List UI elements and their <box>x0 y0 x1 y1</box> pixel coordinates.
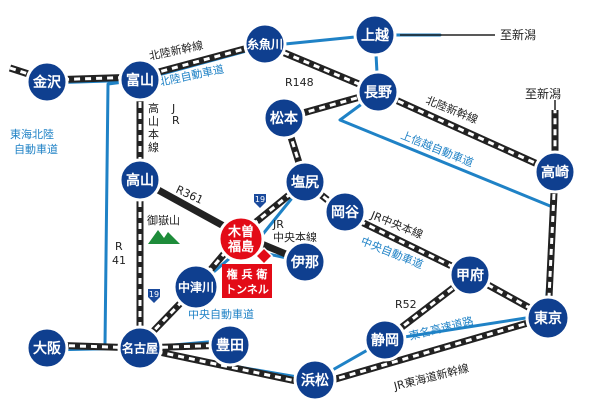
station-circle-hamamatsu <box>293 358 337 402</box>
station-label-shizuoka: 静岡 <box>371 332 399 349</box>
station-label-shiojiri: 塩尻 <box>291 174 319 191</box>
station-circle-nagano <box>356 70 400 114</box>
station-circle-itoigawa <box>243 22 287 66</box>
station-node-toyota[interactable]: 豊田 <box>208 323 252 367</box>
station-circle-nagoya <box>117 325 163 371</box>
jr-takayama-label-3: 高 <box>148 101 159 115</box>
station-circle-toyota <box>208 323 252 367</box>
r52-label: R52 <box>395 298 417 311</box>
station-node-nagoya[interactable]: 名古屋 <box>117 325 163 371</box>
station-circle-tokyo <box>525 295 571 341</box>
jr-takayama-label-j: J <box>171 102 175 115</box>
station-node-takayama[interactable]: 高山 <box>118 158 162 202</box>
station-label-takayama: 高山 <box>126 172 154 189</box>
station-label-toyama: 富山 <box>126 72 154 89</box>
station-label-hamamatsu: 浜松 <box>301 372 329 389</box>
station-node-nakatsugawa[interactable]: 中津川 <box>172 263 220 311</box>
station-node-joetsu[interactable]: 上越 <box>353 13 397 57</box>
station-label-matsumoto: 松本 <box>270 110 299 127</box>
station-circle-osaka <box>25 326 69 370</box>
route-shield-19-a: 19 <box>254 194 266 208</box>
station-circle-shizuoka <box>363 318 407 362</box>
route-shield-19-b-number: 19 <box>149 290 159 299</box>
station-node-ina[interactable]: 伊那 <box>283 240 327 284</box>
hokuriku-shinkansen-label-2: 北陸新幹線 <box>424 93 480 127</box>
station-label-toyota: 豊田 <box>216 337 244 354</box>
station-node-hamamatsu[interactable]: 浜松 <box>293 358 337 402</box>
rail-dash-4 <box>546 171 557 319</box>
station-label-itoigawa: 糸魚川 <box>247 36 283 51</box>
station-label-takasaki: 高崎 <box>541 164 569 181</box>
station-node-itoigawa[interactable]: 糸魚川 <box>243 22 287 66</box>
station-node-shizuoka[interactable]: 静岡 <box>363 318 407 362</box>
tokai-hokuriku-label-2: 自動車道 <box>14 142 58 156</box>
station-circle-joetsu <box>353 13 397 57</box>
jr-chuo-label-1b: 中央本線 <box>273 230 317 244</box>
jr-takayama-label-6: 線 <box>148 140 159 154</box>
jr-chuo-label-1a: JR <box>272 218 284 231</box>
mountain-label: 御嶽山 <box>147 213 180 227</box>
to-niigata-label-2: 至新潟 <box>525 86 561 101</box>
station-circle-kofu <box>448 253 492 297</box>
station-circle-takayama <box>118 158 162 202</box>
r41-label-num: 41 <box>112 254 126 267</box>
station-node-kanazawa[interactable]: 金沢 <box>25 60 69 104</box>
route-shield-19-b: 19 <box>148 289 160 303</box>
kiso-fukushima-label-2: 福島 <box>227 239 254 255</box>
station-label-nagano: 長野 <box>364 85 392 101</box>
chuo-expressway-label-2: 中央自動車道 <box>188 307 254 321</box>
nagano-matsumoto-rail <box>281 88 550 322</box>
tokai-hokuriku-expressway <box>45 78 142 350</box>
station-label-tokyo: 東京 <box>534 310 562 327</box>
station-node-kofu[interactable]: 甲府 <box>448 253 492 297</box>
gonbe-tunnel-label-1: 権 兵 衛 <box>227 267 268 281</box>
station-circle-nakatsugawa <box>172 263 220 311</box>
tokai-hokuriku-label-1: 東海北陸 <box>10 127 54 141</box>
jr-tokaido-label: JR東海道新幹線 <box>391 361 470 393</box>
station-node-tokyo[interactable]: 東京 <box>525 295 571 341</box>
jr-takayama-label-r: R <box>172 114 180 127</box>
gonbe-tunnel-label-2: トンネル <box>225 283 269 296</box>
station-label-kanazawa: 金沢 <box>32 74 62 91</box>
rail-dash-5 <box>283 90 549 320</box>
station-node-toyama[interactable]: 富山 <box>118 58 162 102</box>
kiso-fukushima-marker[interactable]: 木曽 福島 <box>217 215 265 263</box>
mountain-icon: 御嶽山 <box>147 213 180 244</box>
r41-label-r: R <box>115 240 123 253</box>
station-label-ina: 伊那 <box>290 254 319 271</box>
route-shield-19-a-number: 19 <box>255 195 265 204</box>
to-niigata-label-1: 至新潟 <box>500 27 536 42</box>
station-label-nakatsugawa: 中津川 <box>178 279 214 294</box>
rail-dash-8 <box>46 316 546 387</box>
station-label-nagoya: 名古屋 <box>122 340 158 355</box>
station-label-osaka: 大阪 <box>33 340 62 357</box>
station-label-joetsu: 上越 <box>361 27 390 44</box>
jr-takayama-label-5: 本 <box>148 127 159 141</box>
station-node-nagano[interactable]: 長野 <box>356 70 400 114</box>
station-circle-kanazawa <box>25 60 69 104</box>
station-node-matsumoto[interactable]: 松本 <box>262 96 306 140</box>
rail-dash-3 <box>377 90 557 174</box>
station-circle-ina <box>283 240 327 284</box>
r148-label: R148 <box>285 76 314 89</box>
station-circle-toyama <box>118 58 162 102</box>
station-node-osaka[interactable]: 大阪 <box>25 326 69 370</box>
station-circle-shiojiri <box>283 160 327 204</box>
station-node-okaya[interactable]: 岡谷 <box>323 190 367 234</box>
gonbe-tunnel-marker: 権 兵 衛 トンネル <box>222 246 274 298</box>
station-circle-matsumoto <box>262 96 306 140</box>
station-label-okaya: 岡谷 <box>331 205 360 221</box>
station-circle-takasaki <box>533 150 577 194</box>
station-node-takasaki[interactable]: 高崎 <box>533 150 577 194</box>
station-circle-okaya <box>323 190 367 234</box>
jr-takayama-label-4: 山 <box>148 115 159 128</box>
station-node-shiojiri[interactable]: 塩尻 <box>283 160 327 204</box>
rail-dash-7 <box>138 180 306 347</box>
kiso-fukushima-label-1: 木曽 <box>227 224 254 240</box>
station-label-kofu: 甲府 <box>456 267 484 284</box>
